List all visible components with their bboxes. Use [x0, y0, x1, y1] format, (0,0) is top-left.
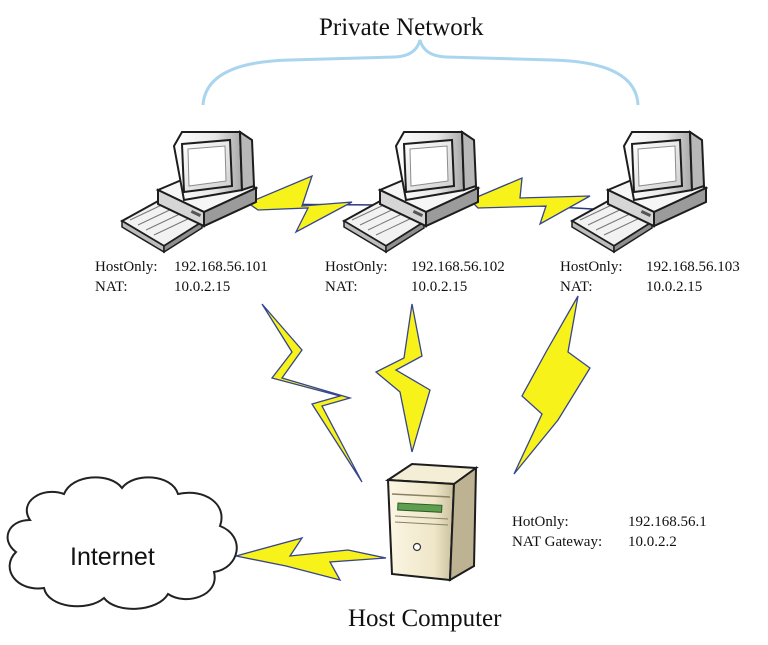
host-hostonly-value: 192.168.56.1 — [628, 514, 707, 530]
lightning-bolt-icon — [235, 174, 591, 582]
host-hostonly-key: HotOnly: — [512, 514, 569, 530]
internet-label: Internet — [70, 543, 155, 571]
guest-1-nat-key: NAT: — [95, 279, 128, 295]
guest-3-nat-key: NAT: — [560, 279, 593, 295]
guest-3-hostonly-key: HostOnly: — [560, 259, 623, 275]
diagram-title: Private Network — [319, 14, 484, 41]
host-nat-value: 10.0.2.2 — [628, 534, 677, 550]
host-address-block: HotOnly: 192.168.56.1 NAT Gateway: 10.0.2.… — [512, 512, 707, 552]
guest-2-nat-value: 10.0.2.15 — [411, 279, 468, 295]
guest-3-nat-value: 10.0.2.15 — [646, 279, 703, 295]
guest-1-address-block: HostOnly: 192.168.56.101 NAT: 10.0.2.15 — [95, 257, 268, 297]
guest-3-address-block: HostOnly: 192.168.56.103 NAT: 10.0.2.15 — [560, 257, 740, 297]
host-server-icon — [384, 462, 479, 582]
guest-1-hostonly-key: HostOnly: — [95, 259, 158, 275]
guest-3-hostonly-value: 192.168.56.103 — [646, 259, 740, 275]
guest-1-hostonly-value: 192.168.56.101 — [174, 259, 268, 275]
internet-cloud-icon — [6, 476, 238, 610]
host-nat-key: NAT Gateway: — [512, 534, 603, 550]
guest-2-hostonly-key: HostOnly: — [325, 259, 388, 275]
host-computer-label: Host Computer — [348, 605, 502, 632]
guest-2-hostonly-value: 192.168.56.102 — [411, 259, 505, 275]
private-network-brace — [201, 39, 640, 106]
guest-computer-1-icon — [121, 131, 257, 253]
guest-2-address-block: HostOnly: 192.168.56.102 NAT: 10.0.2.15 — [325, 257, 505, 297]
guest-computer-3-icon — [571, 131, 707, 253]
guest-1-nat-value: 10.0.2.15 — [174, 279, 231, 295]
guest-computer-2-icon — [343, 131, 479, 253]
guest-2-nat-key: NAT: — [325, 279, 358, 295]
